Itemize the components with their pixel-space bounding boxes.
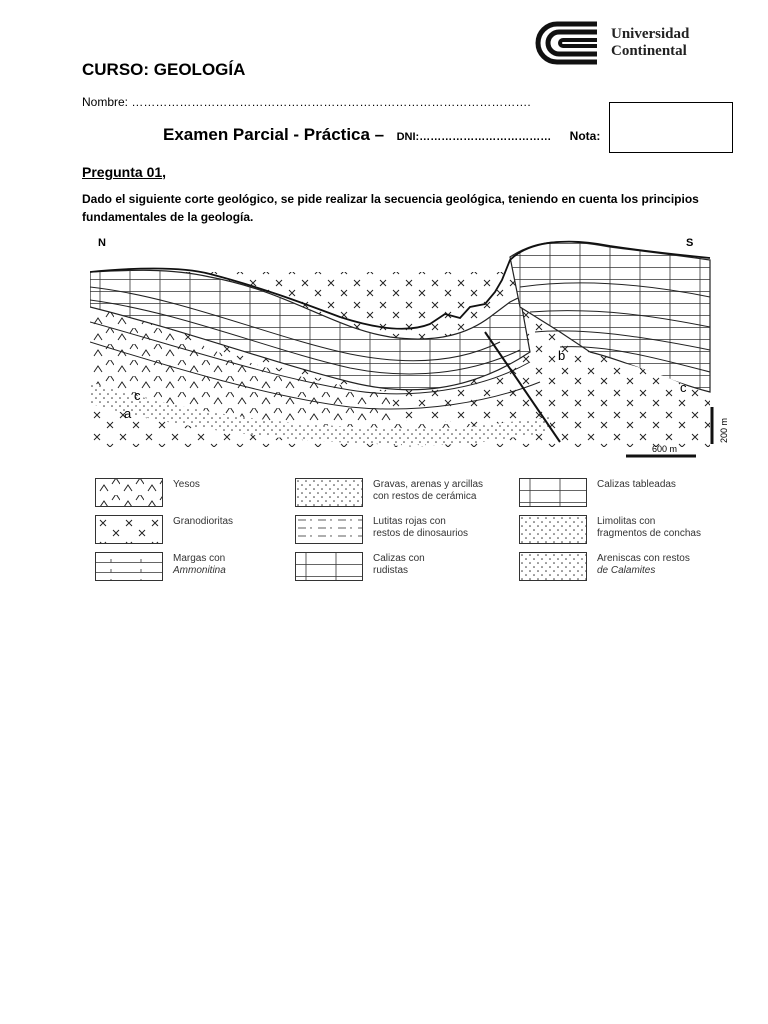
lutitas-pattern-icon [295,515,363,544]
margas-pattern-icon [95,552,163,581]
nota-label: Nota: [570,129,601,143]
grade-box [609,102,733,153]
dni-field: DNI:……………………………… [397,131,552,143]
calizas-tableadas-pattern-icon [519,478,587,507]
label-c-right: c [680,380,687,395]
gravas-pattern-icon [295,478,363,507]
logo-line-2: Continental [611,43,689,60]
question-instructions: Dado el siguiente corte geológico, se pi… [82,190,722,226]
legend-label: Calizas tableadas [597,479,676,491]
legend-label: Yesos [173,479,200,491]
south-label: S [686,237,693,249]
north-label: N [98,237,106,249]
calizas-rudistas-pattern-icon [295,552,363,581]
question-title: Pregunta 01, [82,164,166,180]
label-c-left: c [134,388,141,403]
label-b: b [558,348,565,363]
horizontal-scale-label: 600 m [652,444,677,454]
legend-label: Granodioritas [173,516,233,528]
university-logo-icon [527,20,603,66]
question-title-text: Pregunta 01 [82,164,162,180]
limolitas-pattern-icon [519,515,587,544]
areniscas-pattern-icon [519,552,587,581]
question-title-comma: , [162,164,166,180]
exam-header-line: Examen Parcial - Práctica – DNI:……………………… [163,125,600,145]
logo-line-1: Universidad [611,26,689,43]
vertical-scale-label: 200 m [719,418,729,443]
geological-cross-section: N S a c b c 600 m 200 m [90,232,730,462]
name-field-line: Nombre: ……………………………………………………………………………………… [82,95,531,109]
yesos-pattern-icon [95,478,163,507]
course-title: CURSO: GEOLOGÍA [82,60,245,80]
logo-wordmark: Universidad Continental [611,26,689,60]
granodioritas-pattern-icon [95,515,163,544]
exam-title: Examen Parcial - Práctica – [163,125,384,144]
label-a: a [124,406,132,421]
